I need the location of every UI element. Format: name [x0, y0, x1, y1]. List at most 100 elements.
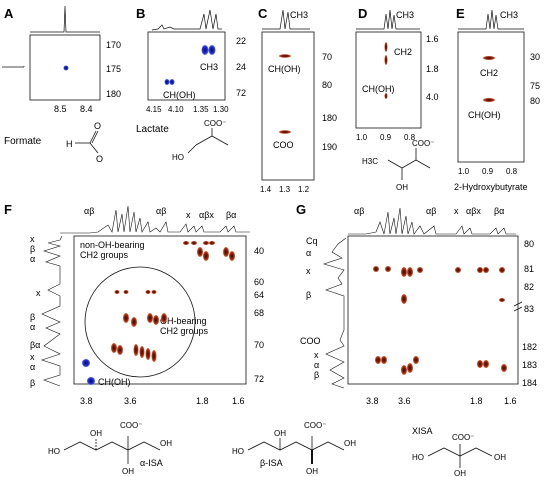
cross-peak — [279, 130, 291, 134]
panel-letter: F — [4, 202, 12, 217]
atom-label: H3C — [362, 157, 378, 166]
side-label: x — [36, 288, 41, 298]
top-label: x — [186, 210, 191, 220]
peak-label: CH2 — [480, 68, 498, 78]
x-tick: 0.8 — [506, 167, 518, 176]
top-label: αβ — [354, 206, 364, 216]
y-tick: 30 — [530, 52, 540, 62]
y-tick: 1.8 — [426, 64, 439, 74]
panel-a: A 170 175 180 8.5 8.4 Formate H O O — [2, 5, 121, 164]
cross-peak — [139, 346, 145, 358]
cross-peak — [153, 315, 159, 325]
cross-peak — [483, 98, 495, 102]
x-tick: 1.4 — [260, 185, 272, 194]
top-label: x — [454, 206, 459, 216]
x-tick: 0.9 — [380, 133, 392, 142]
side-label: α — [314, 360, 319, 370]
cross-peak — [151, 290, 157, 294]
peak-label: CH3 — [200, 62, 218, 72]
y-tick: 183 — [522, 360, 537, 370]
y-tick: 180 — [322, 113, 337, 123]
atom-label: HO — [48, 447, 60, 456]
structure-name: α-ISA — [140, 458, 163, 468]
cross-peak — [133, 344, 139, 356]
peak-label: CH(OH) — [163, 90, 196, 100]
oh-group-circle — [84, 266, 196, 378]
top-spectrum — [356, 9, 420, 30]
atom-label: COO⁻ — [412, 139, 434, 148]
top-spectrum — [458, 9, 524, 30]
side-label: β — [30, 378, 35, 388]
x-tick: 8.4 — [80, 104, 93, 114]
panel-d: D CH3 CH2 CH(OH) 1.6 1.8 4.0 1.0 0.9 0.8… — [355, 6, 439, 192]
x-tick: 1.8 — [470, 396, 483, 406]
cross-peak — [209, 241, 215, 245]
top-label: βα — [226, 210, 236, 220]
panel-b: B CH3 CH(OH) 22 24 72 4.15 4.10 1.35 1.3… — [136, 6, 246, 162]
cross-peak — [483, 360, 489, 368]
top-spectrum — [151, 9, 222, 31]
x-tick: 3.8 — [366, 396, 379, 406]
peak-label: CH2 — [394, 47, 412, 57]
cross-peak — [477, 360, 483, 368]
cross-peak — [111, 343, 117, 353]
atom-label: O — [96, 154, 103, 164]
side-label: β — [314, 370, 319, 380]
cross-peak — [161, 313, 167, 323]
cross-peak — [384, 93, 388, 99]
y-tick: 80 — [322, 80, 332, 90]
peak-label: CH(OH) — [468, 110, 501, 120]
x-tick: 4.15 — [146, 105, 162, 114]
compound-name: Lactate — [136, 124, 169, 135]
plot-frame — [147, 31, 226, 101]
top-spectrum — [30, 5, 100, 33]
cross-peak — [147, 313, 153, 323]
formate-structure — [75, 130, 99, 154]
x-tick: 1.6 — [504, 396, 517, 406]
y-tick: 72 — [236, 88, 246, 98]
y-tick: 22 — [236, 36, 246, 46]
cross-peak — [499, 267, 505, 273]
x-tick: 1.0 — [458, 167, 470, 176]
cross-peaks — [82, 241, 235, 385]
top-label: αβx — [466, 206, 481, 216]
side-label: α — [30, 322, 35, 332]
side-label: Cq — [306, 236, 318, 246]
x-tick: 8.5 — [54, 104, 67, 114]
y-tick: 75 — [530, 81, 540, 91]
alpha-isa-structure: HO OH COO⁻ OH OH α-ISA — [48, 421, 172, 476]
side-label: βα — [30, 340, 40, 350]
hydroxybutyrate-structure — [387, 148, 431, 180]
axis-break — [513, 301, 523, 312]
atom-label: OH — [274, 429, 286, 438]
atom-label: HO — [232, 447, 244, 456]
atom-label: OH — [90, 429, 102, 438]
top-label: CH3 — [500, 10, 518, 20]
side-spectrum — [2, 66, 25, 68]
x-tick: 1.30 — [213, 105, 229, 114]
plot-frame — [73, 235, 247, 385]
xisa-structure: XISA COO⁻ HO OH OH — [412, 426, 506, 477]
lactate-structure — [187, 128, 229, 154]
plot-frame — [457, 31, 525, 163]
side-label: x — [30, 352, 35, 362]
top-spectrum — [348, 207, 516, 235]
x-tick: 1.2 — [298, 185, 310, 194]
compound-name: Formate — [4, 136, 42, 147]
side-label: α — [30, 362, 35, 372]
cross-peak — [169, 79, 175, 85]
panel-f: F αβ αβ x αβx βα x β α x β α βα x α β no… — [4, 202, 264, 406]
cross-peak — [164, 79, 170, 85]
cross-peak — [279, 54, 291, 58]
cross-peak — [197, 247, 203, 257]
x-tick: 0.8 — [404, 133, 416, 142]
cross-peak — [203, 241, 209, 245]
y-tick: 68 — [254, 308, 264, 318]
group-label: non-OH-bearing — [80, 240, 145, 250]
cross-peak — [201, 45, 209, 55]
group-label: CH2 groups — [160, 326, 209, 336]
cross-peak — [477, 267, 483, 273]
cross-peak — [117, 345, 123, 355]
y-tick: 182 — [522, 342, 537, 352]
cross-peak — [229, 251, 235, 261]
